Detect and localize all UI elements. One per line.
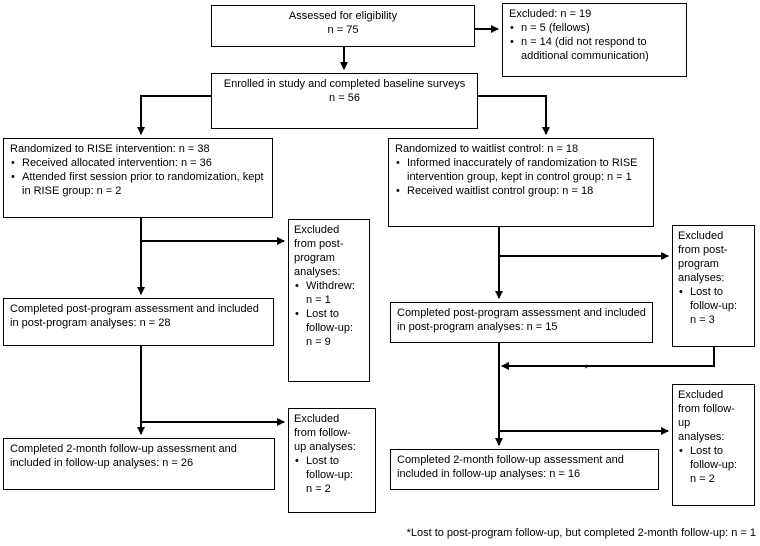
waitlist-randomized-title: Randomized to waitlist control: n = 18 [395,143,579,155]
rise-fu-excluded-item: Lost to follow-up: n = 2 [294,454,370,496]
waitlist-fu-excluded-title-line: analyses: [678,431,725,443]
split-left [137,95,211,135]
waitlist-post-excluded-item-line: Lost to [690,286,724,298]
rise-randomized-item: Attended first session prior to randomiz… [10,170,266,198]
rise-post-excluded-item: Withdrew: n = 1 [294,279,364,307]
waitlist-fu-box: Completed 2-month follow-up assessment a… [390,449,659,490]
rise-fu-box: Completed 2-month follow-up assessment a… [3,438,275,490]
rise-fu-excluded-title-line: Excluded [294,413,340,425]
excluded-initial-item: n = 5 (fellows) [509,21,680,35]
waitlist-post-excluded-box: Excluded from post- program analyses: Lo… [672,225,755,347]
waitlist-randomized-item: Received waitlist control group: n = 18 [395,184,647,198]
waitlist-fu-excluded-item: Lost to follow-up: n = 2 [678,444,749,486]
waitlist-post-text: Completed post-program assessment and in… [397,307,646,333]
waitlist-post-excluded-title-line: from post- [678,244,728,256]
waitlist-post-excluded-item-line: follow-up: [690,300,738,312]
asterisk-marker: * [584,363,589,375]
rise-fu-excluded-title-line: from follow- [294,427,351,439]
assessed-box: Assessed for eligibility n = 75 [211,5,475,47]
arrow-post-excluded-return [501,347,715,370]
excluded-initial-title: Excluded: n = 19 [509,8,592,20]
waitlist-fu-excluded-title-line: up [678,417,691,429]
rise-post-excluded-title-line: Excluded [294,224,340,236]
excluded-initial-box: Excluded: n = 19 n = 5 (fellows) n = 14 … [502,3,687,77]
enrolled-title: Enrolled in study and completed baseline… [223,78,466,90]
enrolled-box: Enrolled in study and completed baseline… [211,73,478,129]
waitlist-randomized-item: Informed inaccurately of randomization t… [395,156,647,184]
rise-post-excluded-title-line: from post- [294,238,344,250]
rise-post-excluded-item-line: n = 9 [306,336,331,348]
rise-post-excluded-title-line: program [294,252,335,264]
waitlist-fu-excluded-title-line: Excluded [678,389,724,401]
rise-post-box: Completed post-program assessment and in… [3,298,274,346]
waitlist-post-excluded-title-line: Excluded [678,230,724,242]
waitlist-fu-text: Completed 2-month follow-up assessment a… [397,454,624,480]
waitlist-fu-excluded-item-line: Lost to [690,445,724,457]
rise-fu-excluded-item-line: n = 2 [306,483,331,495]
rise-randomized-box: Randomized to RISE intervention: n = 38 … [3,138,273,218]
rise-fu-text: Completed 2-month follow-up assessment a… [10,443,237,469]
rise-post-excluded-item-line: follow-up: [306,322,354,334]
waitlist-fu-excluded-title-line: from follow- [678,403,735,415]
enrolled-n: n = 56 [329,92,360,104]
waitlist-post-box: Completed post-program assessment and in… [390,302,653,343]
rise-post-excluded-item-line: n = 1 [306,294,331,306]
rise-fu-excluded-box: Excluded from follow- up analyses: Lost … [288,408,376,513]
rise-fu-excluded-item-line: follow-up: [306,469,354,481]
waitlist-post-excluded-title-line: program [678,258,719,270]
rise-post-excluded-item-line: Lost to [306,308,340,320]
waitlist-fu-excluded-item-line: follow-up: [690,459,738,471]
assessed-title: Assessed for eligibility [288,10,398,22]
waitlist-fu-excluded-item-line: n = 2 [690,473,715,485]
footnote: *Lost to post-program follow-up, but com… [406,527,756,539]
rise-fu-excluded-title-line: up analyses: [294,441,356,453]
assessed-n: n = 75 [327,24,359,36]
rise-randomized-item: Received allocated intervention: n = 36 [10,156,266,170]
rise-post-text: Completed post-program assessment and in… [10,303,259,329]
rise-fu-excluded-item-line: Lost to [306,455,340,467]
waitlist-randomized-box: Randomized to waitlist control: n = 18 I… [388,138,654,227]
waitlist-post-excluded-title-line: analyses: [678,272,725,284]
rise-randomized-title: Randomized to RISE intervention: n = 38 [10,143,210,155]
rise-post-excluded-item-line: Withdrew: [306,280,355,292]
rise-post-excluded-title-line: analyses: [294,266,341,278]
split-right [478,95,550,135]
waitlist-post-excluded-item-line: n = 3 [690,314,715,326]
waitlist-fu-excluded-box: Excluded from follow- up analyses: Lost … [672,384,755,506]
waitlist-post-excluded-item: Lost to follow-up: n = 3 [678,285,749,327]
rise-post-excluded-item: Lost to follow-up: n = 9 [294,307,364,349]
excluded-initial-item: n = 14 (did not respond to additional co… [509,35,680,63]
rise-post-excluded-box: Excluded from post- program analyses: Wi… [288,219,370,382]
